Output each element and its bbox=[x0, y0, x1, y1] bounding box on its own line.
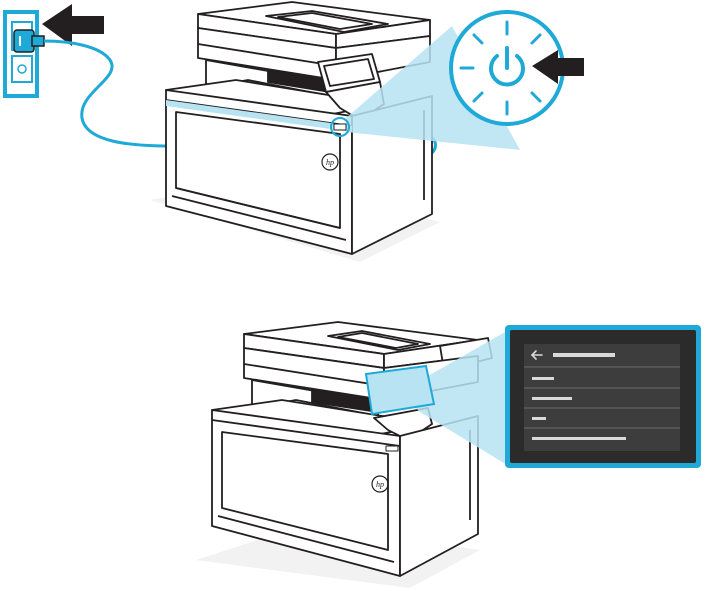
power-button-callout-beam bbox=[346, 26, 520, 150]
svg-text:hp: hp bbox=[326, 158, 334, 167]
display-zoom bbox=[505, 325, 701, 468]
arrow-left-icon bbox=[532, 50, 584, 84]
power-cable bbox=[43, 39, 171, 148]
power-plug-icon bbox=[13, 29, 45, 53]
control-panel-callout-beam bbox=[400, 328, 512, 468]
control-panel-screen bbox=[364, 364, 436, 416]
list-item[interactable] bbox=[532, 397, 572, 400]
hp-logo-icon: hp bbox=[371, 475, 389, 493]
list-item[interactable] bbox=[532, 417, 546, 420]
printer-bottom bbox=[196, 321, 493, 588]
step-2-control-panel: hp bbox=[196, 321, 701, 588]
list-item[interactable] bbox=[532, 377, 554, 380]
screen-title-bar bbox=[553, 353, 615, 357]
power-button-zoom bbox=[449, 10, 565, 126]
power-button-marker bbox=[330, 117, 350, 137]
hp-logo-icon: hp bbox=[321, 153, 339, 171]
arrow-left-icon bbox=[42, 4, 104, 46]
list-item[interactable] bbox=[532, 437, 626, 440]
svg-text:hp: hp bbox=[376, 480, 384, 489]
back-arrow-icon bbox=[530, 350, 543, 360]
wall-outlet bbox=[3, 10, 39, 98]
power-icon bbox=[489, 46, 525, 87]
step-1-power-on: hp bbox=[3, 1, 584, 262]
screen-list bbox=[524, 377, 680, 440]
